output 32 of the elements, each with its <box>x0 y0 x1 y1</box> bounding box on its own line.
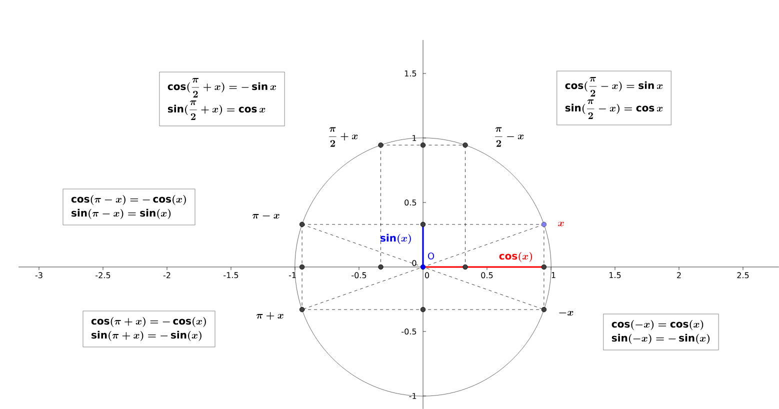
tick-label: -1 <box>288 272 296 278</box>
tick-label: 0.5 <box>404 199 416 206</box>
tick-label: -1 <box>409 393 416 399</box>
point-label: $\dfrac{\pi}{2}+x$ <box>329 127 358 147</box>
point-label: $\pi-x$ <box>252 214 280 219</box>
formula-box: $\cos(\pi+x)=-\cos(x)$ $\sin(\pi+x)=-\sin(x)$ <box>82 310 216 348</box>
tick-label: 1.5 <box>404 70 416 76</box>
tick-label: 2 <box>677 272 681 278</box>
formula-box: $\cos(\pi-x)=-\cos(x)$ $\sin(\pi-x)=\sin(x)$ <box>62 188 196 226</box>
tick-label: 1.5 <box>610 272 621 278</box>
tick-label: 0.5 <box>481 272 493 278</box>
formula-box: $\cos(-x)=\cos(x)$ $\sin(-x)=-\sin(x)$ <box>603 314 719 350</box>
tick-label: 1 <box>552 272 556 278</box>
formula-box: $\cos(\dfrac{\pi}{2}-x)=\sin x$ $\sin(\dfrac{\pi}{2}-x)=\cos x$ <box>556 70 672 126</box>
point-label: $\sin(x)$ <box>380 234 411 244</box>
point-label: $\pi+x$ <box>256 312 284 320</box>
point-label: $x$ <box>558 222 564 226</box>
tick-label: -0.5 <box>402 328 416 334</box>
tick-label: 2.5 <box>737 272 749 278</box>
tick-label: 0 <box>425 272 430 278</box>
point-label: $\dfrac{\pi}{2}-x$ <box>495 127 524 147</box>
point-label: $\cos(x)$ <box>499 252 532 262</box>
tick-label: 0 <box>412 260 416 266</box>
origin-label: O <box>428 252 434 260</box>
tick-label: 1 <box>412 135 416 141</box>
tick-label: -2 <box>163 272 170 278</box>
tick-label: -0.5 <box>352 272 366 278</box>
tick-label: -2.5 <box>96 272 110 278</box>
tick-label: -3 <box>35 272 42 278</box>
formula-box: $\cos(\dfrac{\pi}{2}+x)=-\sin x$ $\sin(\dfrac{\pi}{2}+x)=\cos x$ <box>159 72 285 126</box>
point-label: $-x$ <box>559 310 574 316</box>
tick-label: -1.5 <box>224 272 238 278</box>
